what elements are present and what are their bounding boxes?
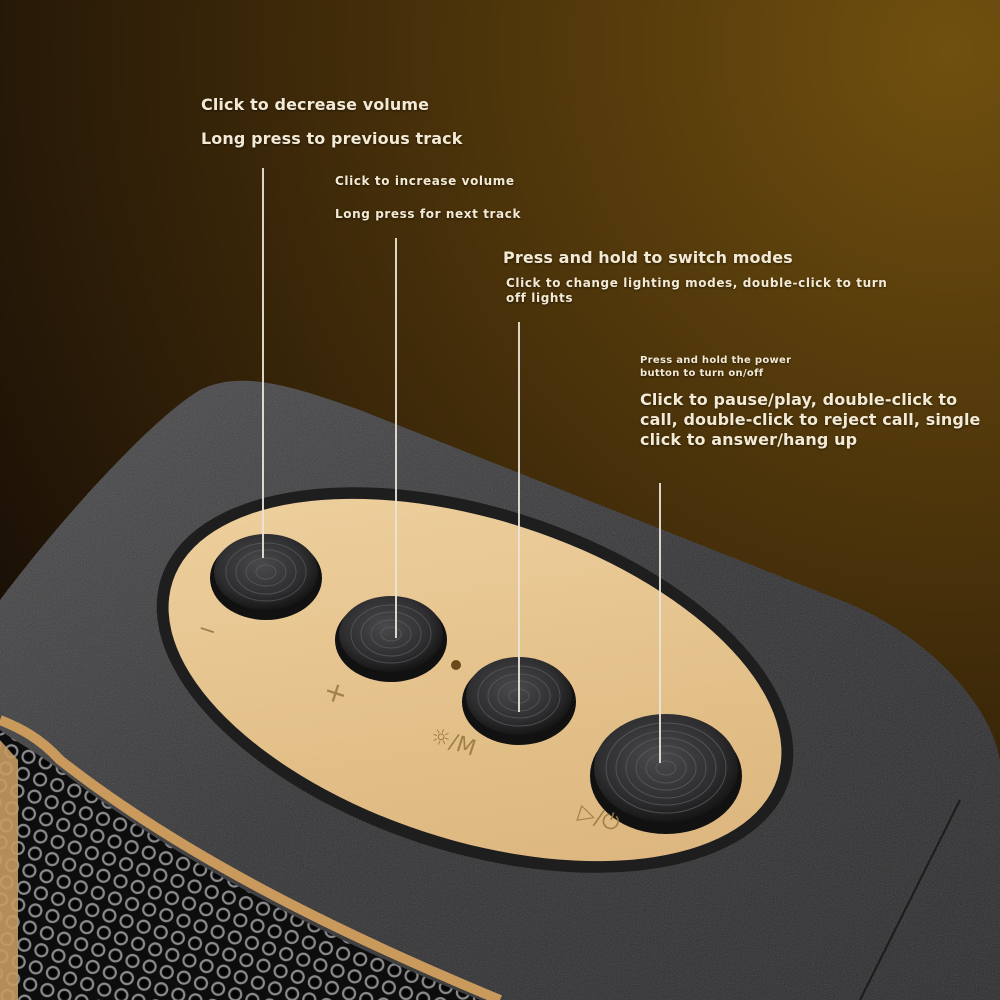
callout-mode-title: Press and hold to switch modes [503,248,793,267]
callout-mode-line2: off lights [506,291,574,305]
callout-volume-up-line1: Click to increase volume [335,174,515,188]
callout-mode-line1: Click to change lighting modes, double-c… [506,276,888,290]
callout-power: Press and hold the power button to turn … [640,355,981,450]
callout-power-small2: button to turn on/off [640,367,764,379]
callout-volume-up: Click to increase volume Long press for … [335,174,521,222]
grille-gold-trim [0,715,502,1000]
leader-line-mode [518,322,520,712]
leader-line-volume-up [395,238,397,638]
callout-volume-down: Click to decrease volume Long press to p… [201,95,462,149]
callout-mode: Press and hold to switch modes Click to … [503,248,887,306]
callout-power-line3: click to answer/hang up [640,430,858,449]
leader-line-volume-down [262,168,264,558]
volume-down-button[interactable] [210,534,322,620]
callout-power-line1: Click to pause/play, double-click to [640,390,958,409]
callout-power-small1: Press and hold the power [640,355,792,366]
body-seam [859,799,961,1000]
volume-up-button[interactable] [335,596,447,682]
callout-volume-down-line1: Click to decrease volume [201,95,430,114]
play-power-button[interactable] [590,714,742,834]
led-indicator [451,660,461,670]
speaker-grille [0,730,480,1000]
callout-volume-down-line2: Long press to previous track [201,129,463,148]
leader-line-power [659,483,661,763]
callout-volume-up-line2: Long press for next track [335,207,522,221]
callout-power-line2: call, double-click to reject call, singl… [640,410,981,429]
